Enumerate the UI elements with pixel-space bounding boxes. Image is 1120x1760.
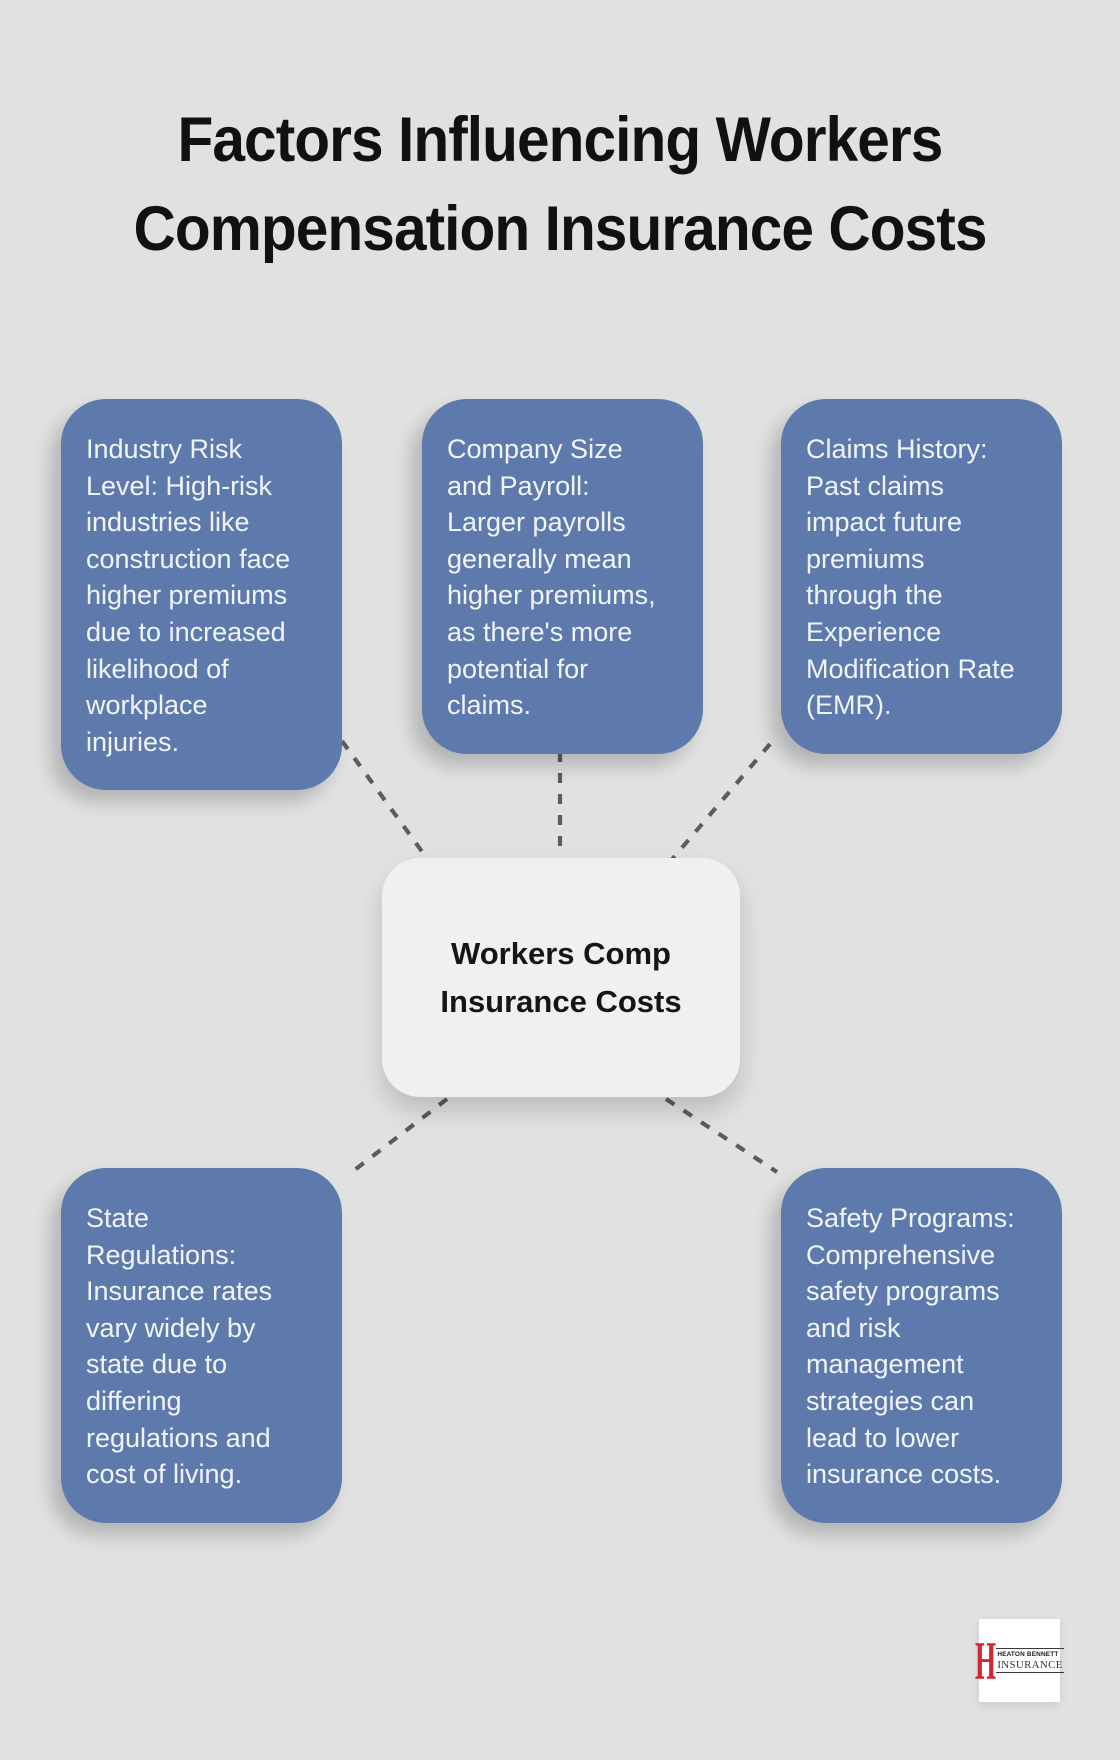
- factor-text-state-regulations: State Regulations: Insurance rates vary …: [86, 1203, 273, 1490]
- factor-box-company-size-payroll: Company Size and Payroll: Larger payroll…: [422, 399, 703, 754]
- central-node-line2: Insurance Costs: [440, 983, 682, 1019]
- brand-logo: H HEATON BENNETT INSURANCE: [975, 1619, 1064, 1702]
- page-title-line1: Factors Influencing Workers: [177, 105, 944, 175]
- logo-company-name: HEATON BENNETT: [997, 1651, 1059, 1658]
- factor-text-industry-risk-level: Industry Risk Level: High-risk industrie…: [86, 434, 291, 757]
- central-node-label: Workers Comp Insurance Costs: [440, 930, 681, 1026]
- page-title-line2: Compensation Insurance Costs: [133, 194, 988, 264]
- factor-box-industry-risk-level: Industry Risk Level: High-risk industrie…: [61, 399, 342, 791]
- page-title: Factors Influencing Workers Compensation…: [39, 96, 1081, 274]
- connector-state-regulations: [350, 1097, 449, 1174]
- logo-company-type: INSURANCE: [997, 1659, 1063, 1671]
- factor-box-safety-programs: Safety Programs: Comprehensive safety pr…: [781, 1168, 1062, 1523]
- central-node-line1: Workers Comp: [451, 935, 671, 971]
- factor-box-claims-history: Claims History: Past claims impact futur…: [781, 399, 1062, 754]
- factor-text-company-size-payroll: Company Size and Payroll: Larger payroll…: [447, 434, 656, 721]
- central-node: Workers Comp Insurance Costs: [382, 858, 740, 1097]
- logo-monogram: H: [975, 1630, 997, 1691]
- factor-text-safety-programs: Safety Programs: Comprehensive safety pr…: [806, 1203, 1015, 1490]
- connector-claims-history: [667, 742, 772, 865]
- logo-text-block: HEATON BENNETT INSURANCE: [996, 1648, 1064, 1673]
- connector-safety-programs: [664, 1097, 779, 1174]
- factor-box-state-regulations: State Regulations: Insurance rates vary …: [61, 1168, 342, 1523]
- factor-text-claims-history: Claims History: Past claims impact futur…: [806, 434, 1015, 721]
- brand-logo-inner: H HEATON BENNETT INSURANCE: [975, 1630, 1064, 1691]
- connector-industry-risk: [340, 739, 433, 866]
